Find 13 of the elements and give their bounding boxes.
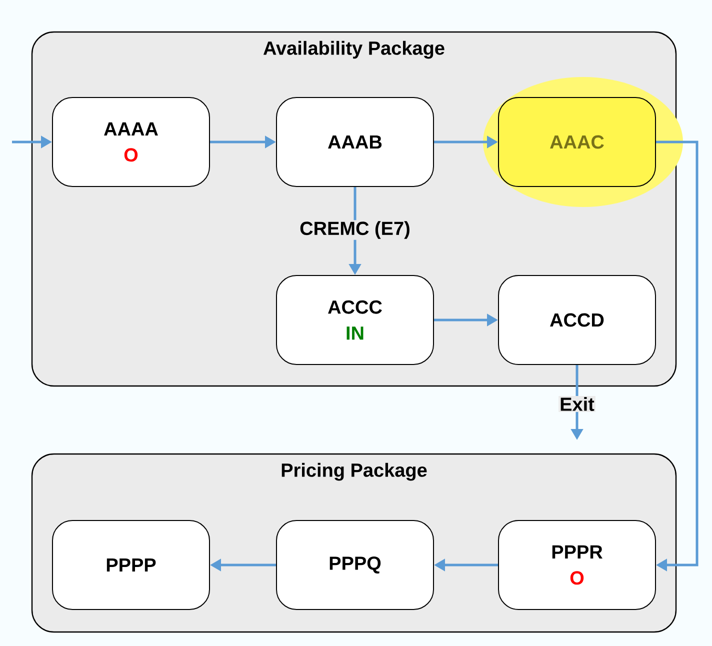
process-box: PPPR O	[498, 520, 656, 610]
process-box: AAAA O	[52, 97, 210, 187]
package-title: Availability Package	[263, 40, 444, 59]
process-box: AAAC	[498, 97, 656, 187]
process-box: ACCC IN	[276, 275, 434, 365]
process-box: PPPP	[52, 520, 210, 610]
process-box: AAAB	[276, 97, 434, 187]
edge-label: Exit	[560, 397, 594, 411]
package-title: Pricing Package	[282, 462, 427, 481]
process-box: PPPQ	[276, 520, 434, 610]
process-box: ACCD	[498, 275, 656, 365]
arrow	[656, 140, 698, 572]
edge-label: CREMC (E7)	[300, 221, 410, 239]
